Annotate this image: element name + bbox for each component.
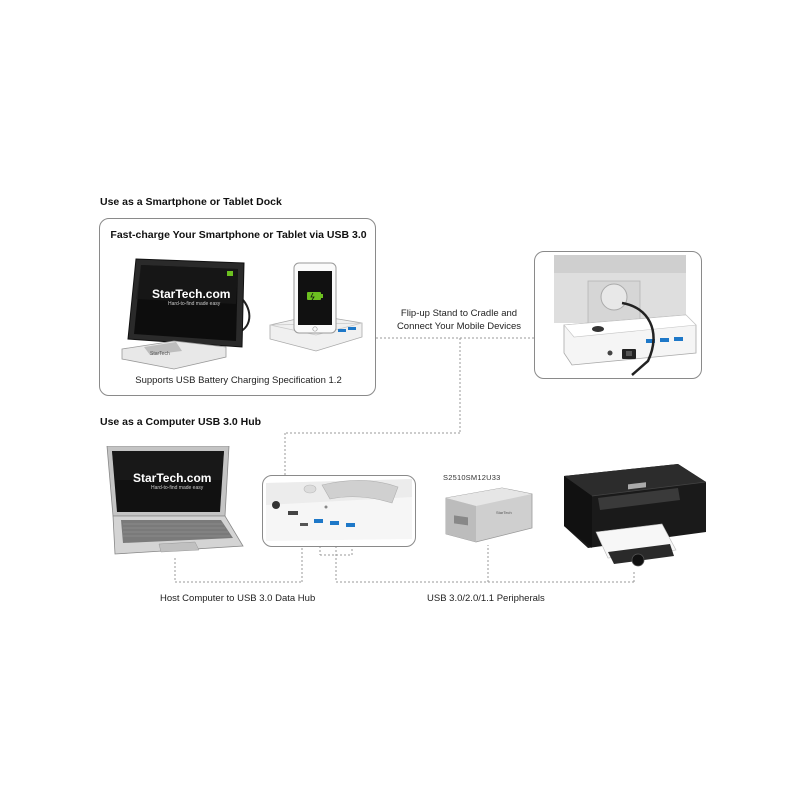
laptop-tagline: Hard-to-find made easy (151, 485, 204, 491)
usb-hub-box (262, 475, 416, 547)
tablet-brand: StarTech.com (152, 287, 231, 301)
laptop-brand: StarTech.com (133, 471, 212, 485)
peripherals-caption: USB 3.0/2.0/1.1 Peripherals (427, 593, 545, 604)
dock-box-caption: Supports USB Battery Charging Specificat… (135, 375, 342, 386)
dock-feature-box: Fast-charge Your Smartphone or Tablet vi… (99, 218, 376, 396)
drive-model-label: S2510SM12U33 (443, 473, 501, 482)
flip-up-stand-box (534, 251, 702, 379)
hub-section-title: Use as a Computer USB 3.0 Hub (100, 416, 262, 428)
usb-hub-image (266, 479, 412, 541)
dock-section-title: Use as a Smartphone or Tablet Dock (100, 196, 282, 208)
phone-on-dock-image (269, 262, 363, 352)
flip-up-caption: Flip-up Stand to Cradle and Connect Your… (396, 308, 522, 332)
tablet-on-dock-image: StarTech (121, 258, 251, 370)
dock-box-heading: Fast-charge Your Smartphone or Tablet vi… (110, 229, 367, 241)
host-computer-caption: Host Computer to USB 3.0 Data Hub (160, 593, 316, 604)
laptop-image (106, 446, 244, 555)
svg-text:StarTech: StarTech (496, 510, 512, 515)
svg-text:StarTech: StarTech (150, 351, 170, 357)
external-drive-image: StarTech (445, 487, 533, 543)
printer-image (564, 464, 707, 567)
tablet-tagline: Hard-to-find made easy (168, 301, 221, 307)
hub-with-monitor-image (554, 255, 697, 376)
